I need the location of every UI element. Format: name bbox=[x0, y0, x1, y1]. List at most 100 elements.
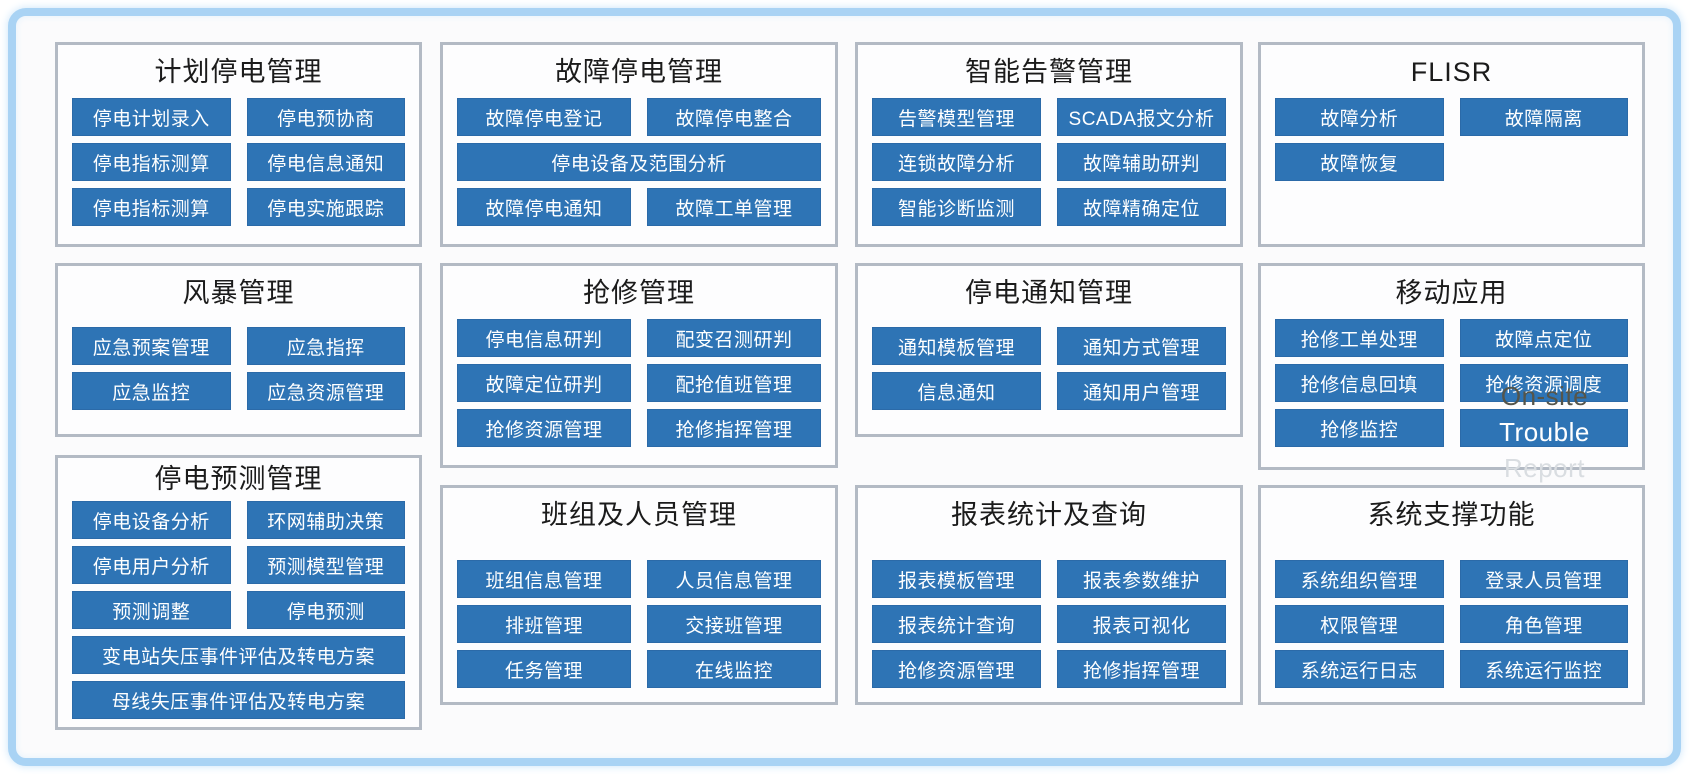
module-button-storm-management-0[interactable]: 应急预案管理 bbox=[72, 327, 231, 366]
module-button-system-support-functions-5[interactable]: 系统运行监控 bbox=[1459, 650, 1628, 688]
module-button-repair-management-5[interactable]: 抢修指挥管理 bbox=[647, 409, 821, 448]
panel-report-statistics-query: 报表统计及查询报表模板管理报表参数维护报表统计查询报表可视化抢修资源管理抢修指挥… bbox=[855, 485, 1243, 705]
panel-title-storm-management: 风暴管理 bbox=[182, 278, 295, 308]
module-button-planned-outage-management-2[interactable]: 停电指标测算 bbox=[72, 143, 231, 182]
module-button-repair-management-1[interactable]: 配变召测研判 bbox=[647, 319, 821, 358]
module-button-outage-notification-management-0[interactable]: 通知模板管理 bbox=[872, 327, 1041, 366]
module-button-grid: 故障分析故障隔离故障恢复 bbox=[1275, 98, 1628, 182]
module-button-mobile-application-1[interactable]: 故障点定位 bbox=[1459, 319, 1628, 358]
panel-title-system-support-functions: 系统支撑功能 bbox=[1367, 500, 1536, 530]
panel-system-support-functions: 系统支撑功能系统组织管理登录人员管理权限管理角色管理系统运行日志系统运行监控 bbox=[1258, 485, 1645, 705]
panel-title-team-personnel-management: 班组及人员管理 bbox=[541, 500, 737, 530]
module-button-flisr-1[interactable]: 故障隔离 bbox=[1459, 98, 1628, 137]
module-button-storm-management-2[interactable]: 应急监控 bbox=[72, 372, 231, 411]
module-button-team-personnel-management-0[interactable]: 班组信息管理 bbox=[457, 560, 631, 598]
panel-title-flisr: FLISR bbox=[1410, 57, 1493, 87]
module-button-fault-outage-management-3[interactable]: 故障停电通知 bbox=[457, 188, 631, 227]
module-button-report-statistics-query-4[interactable]: 抢修资源管理 bbox=[872, 650, 1041, 688]
module-button-team-personnel-management-4[interactable]: 任务管理 bbox=[457, 650, 631, 688]
module-button-grid: 故障停电登记故障停电整合停电设备及范围分析故障停电通知故障工单管理 bbox=[457, 98, 821, 227]
module-button-planned-outage-management-3[interactable]: 停电信息通知 bbox=[246, 143, 405, 182]
module-button-mobile-application-5[interactable] bbox=[1459, 409, 1628, 448]
module-button-planned-outage-management-0[interactable]: 停电计划录入 bbox=[72, 98, 231, 137]
panel-title-outage-forecast-management: 停电预测管理 bbox=[154, 464, 323, 494]
panel-title-mobile-application: 移动应用 bbox=[1395, 278, 1508, 308]
module-button-outage-forecast-management-3[interactable]: 预测模型管理 bbox=[246, 546, 405, 585]
module-button-repair-management-0[interactable]: 停电信息研判 bbox=[457, 319, 631, 358]
module-button-storm-management-3[interactable]: 应急资源管理 bbox=[246, 372, 405, 411]
module-button-outage-forecast-management-4[interactable]: 预测调整 bbox=[72, 591, 231, 630]
panel-title-intelligent-alarm-management: 智能告警管理 bbox=[965, 57, 1133, 87]
panel-title-outage-notification-management: 停电通知管理 bbox=[965, 278, 1133, 308]
module-button-fault-outage-management-2[interactable]: 停电设备及范围分析 bbox=[457, 143, 821, 182]
module-button-outage-forecast-management-5[interactable]: 停电预测 bbox=[246, 591, 405, 630]
module-button-grid: 班组信息管理人员信息管理排班管理交接班管理任务管理在线监控 bbox=[457, 560, 821, 688]
panel-intelligent-alarm-management: 智能告警管理告警模型管理 SCADA报文分析连锁故障分析故障辅助研判智能诊断监测故… bbox=[855, 42, 1243, 247]
module-button-report-statistics-query-1[interactable]: 报表参数维护 bbox=[1057, 560, 1226, 598]
module-button-repair-management-2[interactable]: 故障定位研判 bbox=[457, 364, 631, 403]
module-button-outage-forecast-management-7[interactable]: 母线失压事件评估及转电方案 bbox=[72, 681, 405, 720]
module-button-report-statistics-query-3[interactable]: 报表可视化 bbox=[1057, 605, 1226, 643]
module-button-report-statistics-query-5[interactable]: 抢修指挥管理 bbox=[1057, 650, 1226, 688]
module-button-outage-forecast-management-0[interactable]: 停电设备分析 bbox=[72, 501, 231, 540]
module-button-outage-forecast-management-6[interactable]: 变电站失压事件评估及转电方案 bbox=[72, 636, 405, 675]
module-button-system-support-functions-0[interactable]: 系统组织管理 bbox=[1275, 560, 1444, 598]
panel-team-personnel-management: 班组及人员管理班组信息管理人员信息管理排班管理交接班管理任务管理在线监控 bbox=[440, 485, 838, 705]
module-button-intelligent-alarm-management-4[interactable]: 智能诊断监测 bbox=[872, 188, 1041, 227]
module-button-outage-notification-management-1[interactable]: 通知方式管理 bbox=[1057, 327, 1226, 366]
module-button-system-support-functions-2[interactable]: 权限管理 bbox=[1275, 605, 1444, 643]
module-button-intelligent-alarm-management-0[interactable]: 告警模型管理 bbox=[872, 98, 1041, 137]
module-button-grid: 报表模板管理报表参数维护报表统计查询报表可视化抢修资源管理抢修指挥管理 bbox=[872, 560, 1226, 688]
module-button-outage-notification-management-3[interactable]: 通知用户管理 bbox=[1057, 372, 1226, 411]
module-button-grid: 系统组织管理登录人员管理权限管理角色管理系统运行日志系统运行监控 bbox=[1275, 560, 1628, 688]
module-button-grid: 停电设备分析环网辅助决策停电用户分析预测模型管理预测调整停电预测变电站失压事件评… bbox=[72, 501, 405, 720]
module-button-grid: 应急预案管理应急指挥应急监控应急资源管理 bbox=[72, 327, 405, 411]
module-button-system-support-functions-4[interactable]: 系统运行日志 bbox=[1275, 650, 1444, 688]
module-button-intelligent-alarm-management-3[interactable]: 故障辅助研判 bbox=[1057, 143, 1226, 182]
panel-mobile-application: 移动应用抢修工单处理故障点定位抢修信息回填抢修资源调度抢修监控 bbox=[1258, 263, 1645, 470]
module-button-grid: 停电计划录入停电预协商停电指标测算停电信息通知停电指标测算停电实施跟踪 bbox=[72, 98, 405, 227]
panel-title-report-statistics-query: 报表统计及查询 bbox=[951, 500, 1147, 530]
module-button-report-statistics-query-2[interactable]: 报表统计查询 bbox=[872, 605, 1041, 643]
module-button-intelligent-alarm-management-1[interactable]: SCADA报文分析 bbox=[1057, 98, 1226, 137]
panel-outage-forecast-management: 停电预测管理停电设备分析环网辅助决策停电用户分析预测模型管理预测调整停电预测变电… bbox=[55, 455, 422, 730]
module-button-mobile-application-0[interactable]: 抢修工单处理 bbox=[1275, 319, 1444, 358]
module-button-team-personnel-management-5[interactable]: 在线监控 bbox=[647, 650, 821, 688]
module-button-mobile-application-4[interactable]: 抢修监控 bbox=[1275, 409, 1444, 448]
module-button-team-personnel-management-2[interactable]: 排班管理 bbox=[457, 605, 631, 643]
module-button-repair-management-4[interactable]: 抢修资源管理 bbox=[457, 409, 631, 448]
module-button-outage-notification-management-2[interactable]: 信息通知 bbox=[872, 372, 1041, 411]
module-button-storm-management-1[interactable]: 应急指挥 bbox=[246, 327, 405, 366]
panel-title-fault-outage-management: 故障停电管理 bbox=[555, 57, 723, 87]
module-button-fault-outage-management-0[interactable]: 故障停电登记 bbox=[457, 98, 631, 137]
module-button-fault-outage-management-1[interactable]: 故障停电整合 bbox=[647, 98, 821, 137]
module-button-flisr-0[interactable]: 故障分析 bbox=[1275, 98, 1444, 137]
panel-flisr: FLISR 故障分析故障隔离故障恢复 bbox=[1258, 42, 1645, 247]
module-button-system-support-functions-3[interactable]: 角色管理 bbox=[1459, 605, 1628, 643]
module-button-outage-forecast-management-1[interactable]: 环网辅助决策 bbox=[246, 501, 405, 540]
module-button-planned-outage-management-5[interactable]: 停电实施跟踪 bbox=[246, 188, 405, 227]
module-button-planned-outage-management-1[interactable]: 停电预协商 bbox=[246, 98, 405, 137]
module-button-fault-outage-management-4[interactable]: 故障工单管理 bbox=[647, 188, 821, 227]
module-button-team-personnel-management-1[interactable]: 人员信息管理 bbox=[647, 560, 821, 598]
module-button-mobile-application-2[interactable]: 抢修信息回填 bbox=[1275, 364, 1444, 403]
panel-title-planned-outage-management: 计划停电管理 bbox=[154, 57, 323, 87]
module-button-flisr-2[interactable]: 故障恢复 bbox=[1275, 143, 1444, 182]
module-button-mobile-application-3[interactable]: 抢修资源调度 bbox=[1459, 364, 1628, 403]
panel-storm-management: 风暴管理应急预案管理应急指挥应急监控应急资源管理 bbox=[55, 263, 422, 437]
module-button-outage-forecast-management-2[interactable]: 停电用户分析 bbox=[72, 546, 231, 585]
module-button-grid: 停电信息研判配变召测研判故障定位研判配抢值班管理抢修资源管理抢修指挥管理 bbox=[457, 319, 821, 448]
module-button-repair-management-3[interactable]: 配抢值班管理 bbox=[647, 364, 821, 403]
module-button-grid: 通知模板管理通知方式管理信息通知通知用户管理 bbox=[872, 327, 1226, 411]
module-button-planned-outage-management-4[interactable]: 停电指标测算 bbox=[72, 188, 231, 227]
module-button-intelligent-alarm-management-2[interactable]: 连锁故障分析 bbox=[872, 143, 1041, 182]
panel-outage-notification-management: 停电通知管理通知模板管理通知方式管理信息通知通知用户管理 bbox=[855, 263, 1243, 437]
panel-planned-outage-management: 计划停电管理停电计划录入停电预协商停电指标测算停电信息通知停电指标测算停电实施跟… bbox=[55, 42, 422, 247]
module-button-grid: 告警模型管理 SCADA报文分析连锁故障分析故障辅助研判智能诊断监测故障精确定位 bbox=[872, 98, 1226, 227]
module-button-report-statistics-query-0[interactable]: 报表模板管理 bbox=[872, 560, 1041, 598]
module-button-system-support-functions-1[interactable]: 登录人员管理 bbox=[1459, 560, 1628, 598]
panel-repair-management: 抢修管理停电信息研判配变召测研判故障定位研判配抢值班管理抢修资源管理抢修指挥管理 bbox=[440, 263, 838, 468]
module-button-grid: 抢修工单处理故障点定位抢修信息回填抢修资源调度抢修监控 bbox=[1275, 319, 1628, 448]
module-button-team-personnel-management-3[interactable]: 交接班管理 bbox=[647, 605, 821, 643]
module-button-intelligent-alarm-management-5[interactable]: 故障精确定位 bbox=[1057, 188, 1226, 227]
